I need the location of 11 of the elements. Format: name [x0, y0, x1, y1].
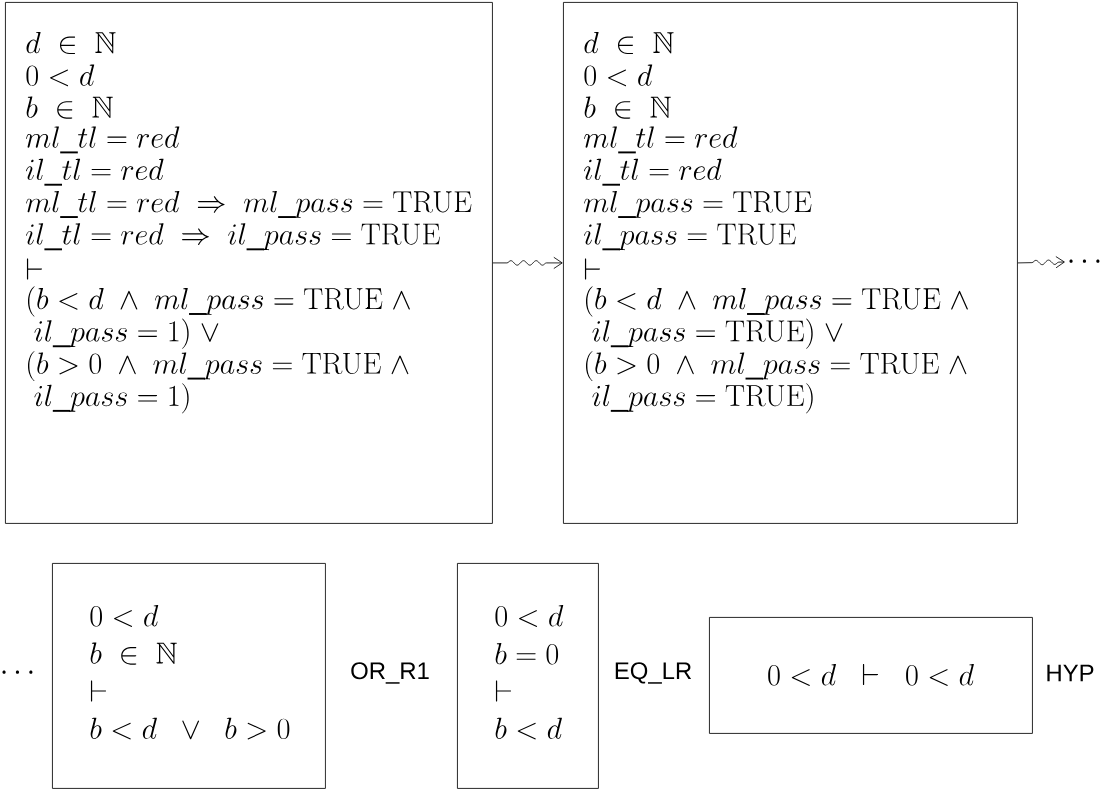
sequent-box: $0 < d$ $b = 0$ $\vdash$ $b < d$ [457, 563, 599, 789]
squiggle-arrow [492, 256, 563, 269]
ellipsis: $\cdots$ [1069, 259, 1100, 263]
rule-name: EQ_LR [615, 662, 692, 684]
sequent-box: $d \ \in\ \mathbb{N}$ $0 < d$ $b \ \in\ \mathbb{N}$ $ml\_tl = red$ $il\_tl = red$ $ml\_pass = \mathrm{TRUE}$ $il\_pass = \mathrm{TRUE}$ $\vdash$ $(b < d \ \wedge\ ml\_pass = \mathrm{TRUE} \ \wedge$ $\ il\_pass = \mathrm{TRUE}) \ \vee$ $(b > 0 \ \wedge\ ml\_pass = \mathrm{TRUE} \ \wedge$ $\ il\_pass = \mathrm{TRUE})$ [563, 2, 1018, 524]
squiggle-arrow [1017, 256, 1065, 269]
sequent-box: $0 < d \ \ \vdash\ \ 0 < d$ [709, 617, 1033, 734]
sequent-box: $0 < d$ $b \ \in\ \mathbb{N}$ $\vdash$ $b < d \ \ \vee\ \ b > 0$ [52, 563, 326, 789]
rule-name: OR_R1 [351, 662, 429, 684]
sequent-box: $d \ \in\ \mathbb{N}$ $0 < d$ $b \ \in\ \mathbb{N}$ $ml\_tl = red$ $il\_tl = red$ $ml\_tl = red \ \Rightarrow\ ml\_pass = \mathrm{TRUE}$ $il\_tl = red \ \Rightarrow\ il\_pass = \mathrm{TRUE}$ $\vdash$ $(b < d \ \wedge\ ml\_pass = \mathrm{TRUE} \ \wedge$ $\ il\_pass = 1) \ \vee$ $(b > 0 \ \wedge\ ml\_pass = \mathrm{TRUE} \ \wedge$ $\ il\_pass = 1)$ [5, 2, 493, 524]
ellipsis: $\cdots$ [2, 670, 33, 674]
